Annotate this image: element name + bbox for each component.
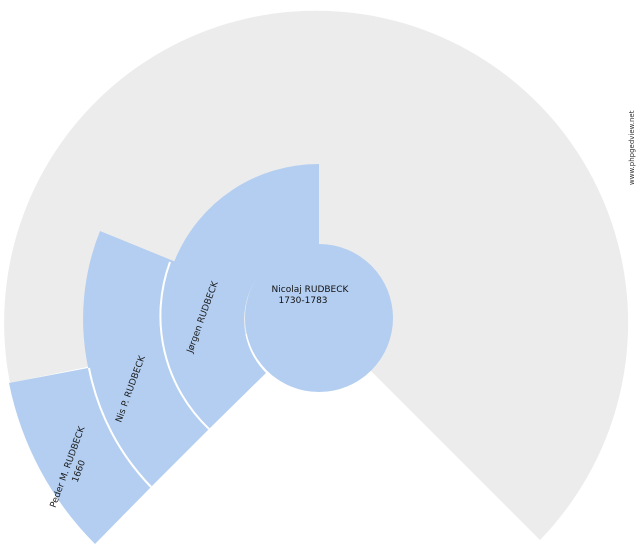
root-years: 1730-1783	[278, 296, 327, 306]
watermark: www.phpgedview.net	[628, 110, 636, 185]
person-segment-gen2[interactable]	[83, 231, 209, 486]
ring-separator-outer	[88, 367, 152, 488]
person-segment-gen1[interactable]	[163, 163, 319, 429]
root-person-circle[interactable]	[245, 244, 393, 392]
person-segment-gen3[interactable]	[9, 368, 152, 544]
root-name: Nicolaj RUDBECK	[272, 285, 350, 295]
ring-separator-inner	[159, 261, 210, 430]
